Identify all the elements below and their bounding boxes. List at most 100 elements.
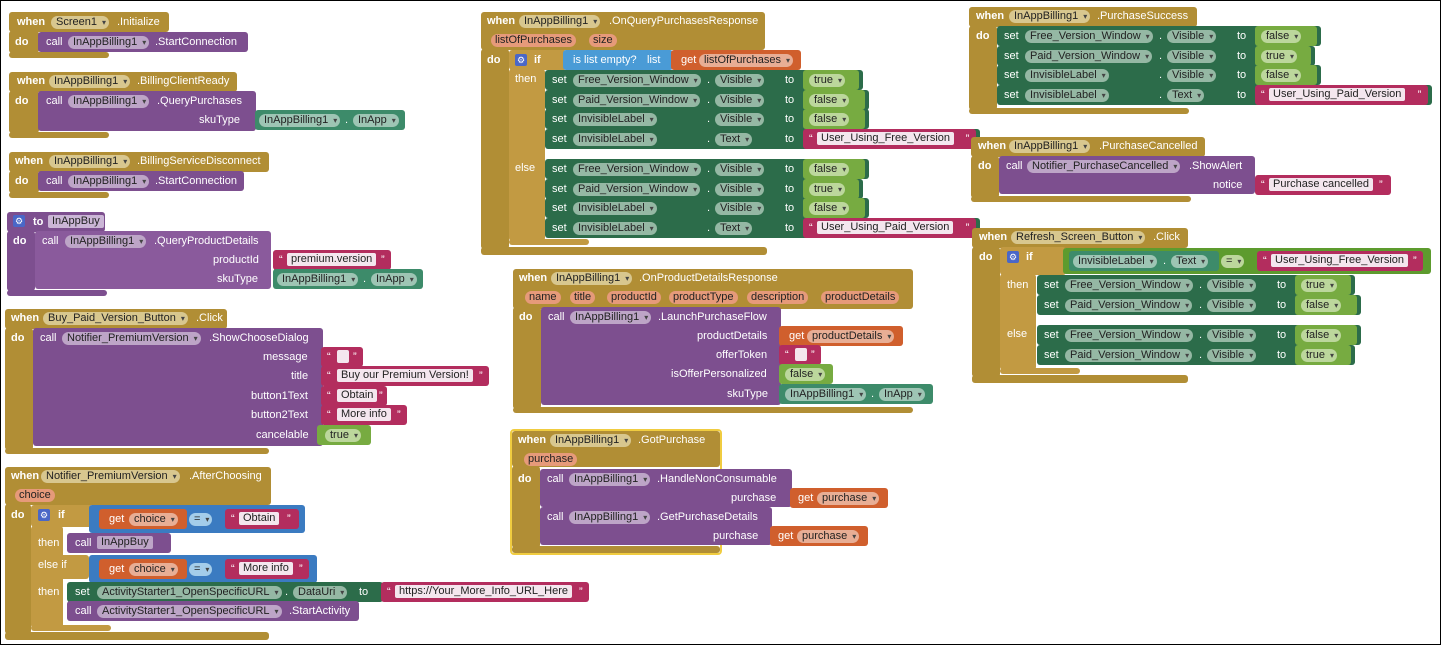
property-dropdown[interactable]: Visible [1207,348,1257,362]
event-param[interactable]: name [525,291,561,304]
text-value[interactable]: premium.version [287,253,377,266]
gear-icon[interactable]: ⚙ [13,215,25,227]
component-dropdown[interactable]: Paid_Version_Window [1025,49,1153,63]
operator-dropdown[interactable]: = [189,563,213,576]
boolean-dropdown[interactable]: false [1301,329,1342,342]
boolean-dropdown[interactable]: false [1301,298,1342,312]
property-dropdown[interactable]: Visible [1207,298,1257,312]
property-dropdown[interactable]: DataUri [293,586,348,599]
boolean-dropdown[interactable]: false [1261,30,1302,43]
text-value-empty[interactable] [337,350,349,363]
component-dropdown[interactable]: InvisibleLabel [573,202,657,215]
text-value[interactable]: More info [239,562,293,575]
list-empty-block[interactable] [563,50,673,70]
boolean-dropdown[interactable]: false [809,93,850,107]
component-dropdown[interactable]: InAppBilling1 [569,473,651,486]
component-dropdown[interactable]: InvisibleLabel [1025,69,1109,82]
event-param[interactable]: productId [607,291,661,304]
variable-dropdown[interactable]: purchase [817,492,880,505]
boolean-dropdown[interactable]: true [1301,348,1337,362]
event-param[interactable]: description [747,291,809,304]
component-dropdown[interactable]: InAppBilling1 [1009,10,1091,23]
component-dropdown[interactable]: Paid_Version_Window [573,93,701,107]
component-dropdown[interactable]: Paid_Version_Window [1065,298,1193,312]
text-value[interactable]: User_Using_Paid_Version [817,220,954,234]
property-dropdown[interactable]: Visible [1167,69,1217,82]
boolean-dropdown[interactable]: true [325,429,361,442]
text-value[interactable]: User_Using_Free_Version [1271,254,1409,267]
boolean-dropdown[interactable]: false [785,368,826,381]
component-dropdown[interactable]: InAppBilling1 [550,434,632,447]
variable-dropdown[interactable]: listOfPurchases [699,54,794,67]
component-dropdown[interactable]: InvisibleLabel [573,132,657,146]
text-value[interactable]: User_Using_Paid_Version [1269,87,1406,101]
call-block[interactable] [33,328,323,446]
operator-dropdown[interactable]: = [189,513,213,526]
component-dropdown[interactable]: Free_Version_Window [573,163,701,176]
component-dropdown[interactable]: InAppBilling1 [277,273,359,286]
component-dropdown[interactable]: InAppBilling1 [1009,140,1091,153]
text-value-empty[interactable] [795,348,807,361]
component-dropdown[interactable]: Paid_Version_Window [573,182,701,196]
procedure-name[interactable]: InAppBuy [97,536,153,549]
component-dropdown[interactable]: ActivityStarter1_OpenSpecificURL [97,586,282,599]
property-dropdown[interactable]: Visible [715,182,765,196]
component-dropdown[interactable]: Screen1 [51,16,109,29]
component-dropdown[interactable]: Notifier_PurchaseCancelled [1027,160,1181,173]
component-dropdown[interactable]: InAppBilling1 [49,155,131,168]
property-dropdown[interactable]: Visible [1207,279,1257,292]
property-dropdown[interactable]: Visible [1167,49,1217,63]
property-dropdown[interactable]: Visible [1167,30,1217,43]
component-dropdown[interactable]: InAppBilling1 [68,36,150,49]
boolean-dropdown[interactable]: false [809,163,850,176]
property-dropdown[interactable]: Visible [715,113,765,126]
component-dropdown[interactable]: InvisibleLabel [1073,255,1157,268]
event-param[interactable]: listOfPurchases [491,34,577,47]
operator-dropdown[interactable]: = [1221,255,1245,268]
component-dropdown[interactable]: InAppBilling1 [569,511,651,524]
property-dropdown[interactable]: Text [1171,255,1209,268]
component-dropdown[interactable]: InAppBilling1 [259,114,341,127]
event-param[interactable]: size [589,34,617,47]
component-dropdown[interactable]: Free_Version_Window [573,74,701,87]
component-dropdown[interactable]: InAppBilling1 [65,235,147,248]
property-dropdown[interactable]: InApp [371,273,417,286]
text-value[interactable]: Buy our Premium Version! [337,369,473,382]
component-dropdown[interactable]: Free_Version_Window [1065,279,1193,292]
component-dropdown[interactable]: Notifier_PremiumVersion [62,332,201,345]
component-dropdown[interactable]: InAppBilling1 [68,95,150,108]
property-dropdown[interactable]: Visible [715,74,765,87]
property-dropdown[interactable]: Visible [1207,329,1257,342]
component-dropdown[interactable]: InvisibleLabel [573,221,657,235]
variable-dropdown[interactable]: productDetails [807,330,895,343]
boolean-dropdown[interactable]: true [809,74,845,87]
property-dropdown[interactable]: Text [715,221,753,235]
gear-icon[interactable]: ⚙ [515,54,527,66]
event-param[interactable]: productType [669,291,738,304]
component-dropdown[interactable]: Buy_Paid_Version_Button [43,312,188,325]
text-value[interactable]: Obtain [239,512,280,525]
text-value[interactable]: https://Your_More_Info_URL_Here [395,585,572,598]
component-dropdown[interactable]: InAppBilling1 [785,388,867,401]
text-value[interactable]: Purchase cancelled [1269,178,1374,191]
variable-dropdown[interactable]: choice [129,513,178,526]
component-dropdown[interactable]: Free_Version_Window [1025,30,1153,43]
component-dropdown[interactable]: ActivityStarter1_OpenSpecificURL [97,605,282,618]
boolean-dropdown[interactable]: false [809,202,850,215]
component-dropdown[interactable]: Refresh_Screen_Button [1011,231,1146,244]
component-dropdown[interactable]: InvisibleLabel [573,113,657,126]
event-param[interactable]: title [570,291,596,304]
property-dropdown[interactable]: Text [1167,88,1205,102]
event-param[interactable]: choice [15,489,55,502]
property-dropdown[interactable]: Visible [715,202,765,215]
text-value[interactable]: Obtain [337,389,378,402]
boolean-dropdown[interactable]: true [809,182,845,196]
property-dropdown[interactable]: Text [715,132,753,146]
component-dropdown[interactable]: InAppBilling1 [551,272,633,285]
component-dropdown[interactable]: InvisibleLabel [1025,88,1109,102]
component-dropdown[interactable]: Notifier_PremiumVersion [41,470,180,483]
property-dropdown[interactable]: Visible [715,163,765,176]
boolean-dropdown[interactable]: true [1261,49,1297,63]
component-dropdown[interactable]: InAppBilling1 [68,175,150,188]
